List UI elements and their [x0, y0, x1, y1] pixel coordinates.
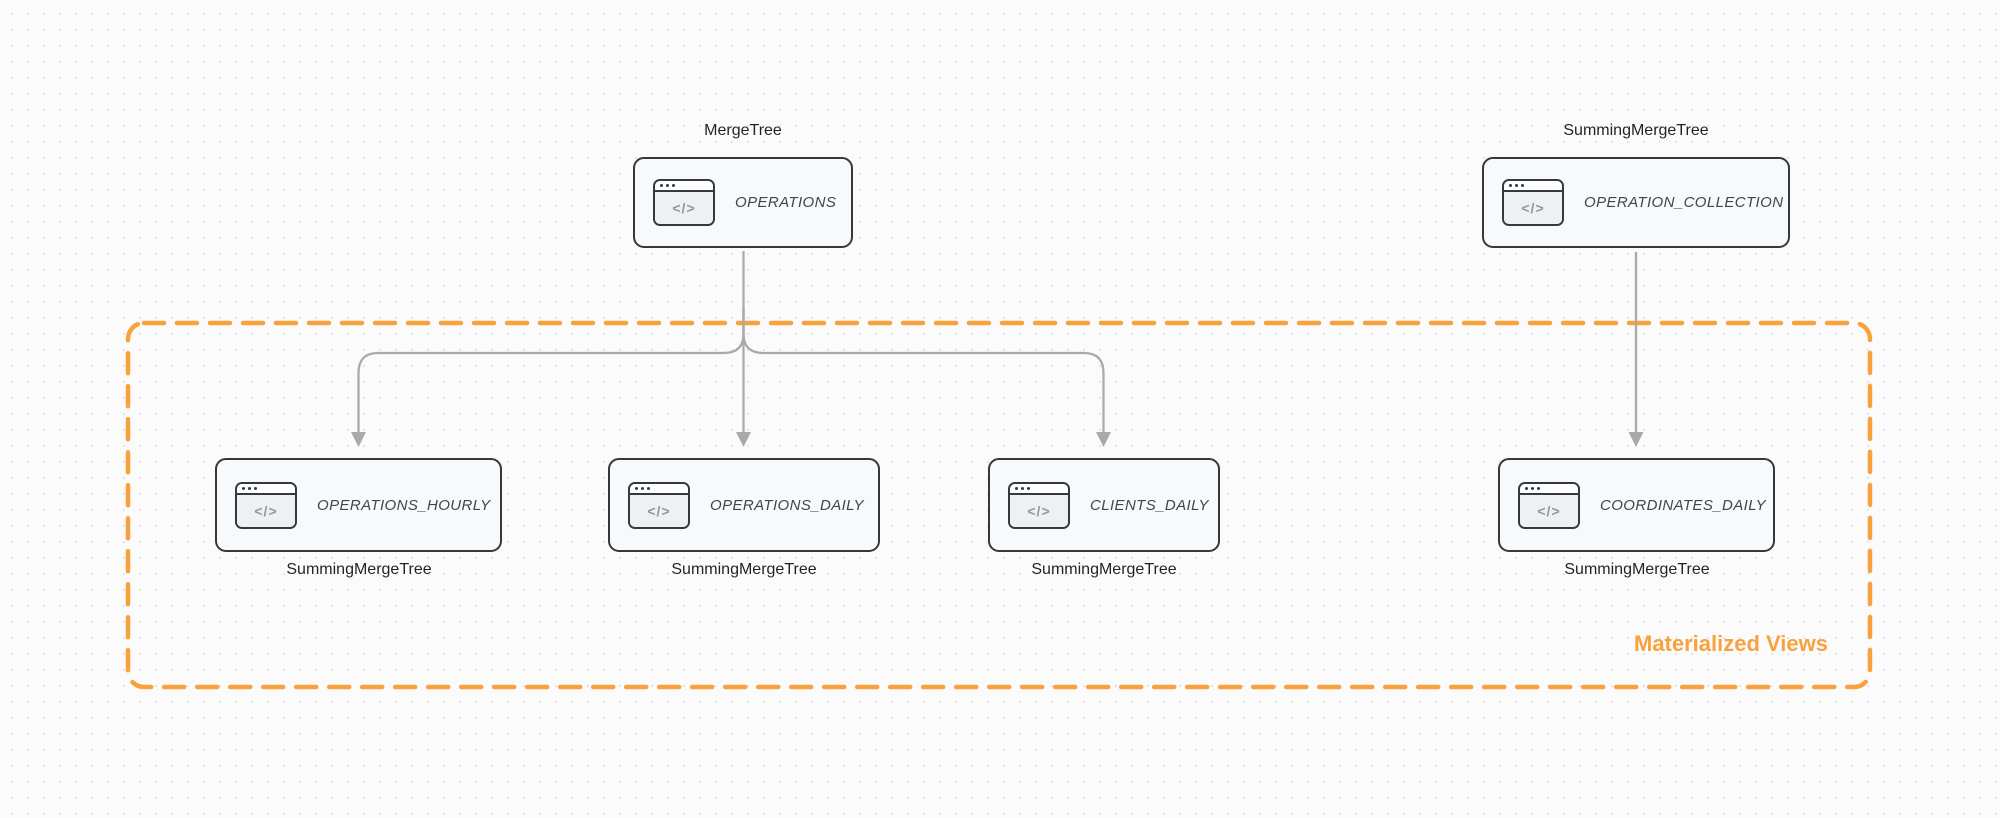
window-dot — [248, 486, 251, 490]
table-node-operations[interactable]: </> OPERATIONS — [633, 157, 853, 248]
window-dot — [647, 486, 650, 490]
table-name: OPERATION_COLLECTION — [1584, 194, 1784, 211]
window-titlebar — [1520, 483, 1578, 495]
window-dot — [1509, 184, 1512, 187]
window-dot — [1021, 486, 1024, 490]
arrow-operations-to-operations-hourly — [357, 308, 745, 433]
table-node-operation-collection[interactable]: </> OPERATION_COLLECTION — [1482, 157, 1790, 248]
window-dot — [672, 184, 675, 187]
window-dot — [660, 184, 663, 187]
table-node-coordinates-daily[interactable]: </> COORDINATES_DAILY — [1498, 458, 1775, 552]
window-titlebar — [1010, 483, 1068, 495]
arrowhead-operations-daily — [736, 432, 751, 447]
window-dot — [242, 486, 245, 490]
window-titlebar — [655, 181, 713, 192]
engine-label-operations-hourly: SummingMergeTree — [286, 561, 432, 578]
table-name: CLIENTS_DAILY — [1090, 496, 1209, 514]
window-dot — [666, 184, 669, 187]
window-dot — [1027, 486, 1030, 490]
table-name: COORDINATES_DAILY — [1600, 496, 1767, 514]
window-dot — [1537, 486, 1540, 490]
window-dot — [254, 486, 257, 490]
table-node-clients-daily[interactable]: </> CLIENTS_DAILY — [988, 458, 1220, 552]
window-titlebar — [237, 483, 295, 495]
code-glyph: </> — [1520, 494, 1578, 527]
code-window-icon: </> — [653, 179, 715, 226]
engine-label-operations: MergeTree — [704, 122, 782, 139]
window-titlebar — [1504, 181, 1562, 192]
arrowhead-clients-daily — [1096, 432, 1111, 447]
table-name: OPERATIONS_DAILY — [710, 496, 864, 514]
engine-label-operations-daily: SummingMergeTree — [671, 561, 817, 578]
engine-label-clients-daily: SummingMergeTree — [1031, 561, 1177, 578]
table-node-operations-daily[interactable]: </> OPERATIONS_DAILY — [608, 458, 880, 552]
table-node-operations-hourly[interactable]: </> OPERATIONS_HOURLY — [215, 458, 502, 552]
window-dot — [1531, 486, 1534, 490]
engine-label-operation-collection: SummingMergeTree — [1563, 122, 1709, 139]
code-window-icon: </> — [235, 481, 297, 529]
window-dot — [1015, 486, 1018, 490]
table-name: OPERATIONS_HOURLY — [317, 496, 491, 514]
window-dot — [1525, 486, 1528, 490]
code-window-icon: </> — [1502, 179, 1564, 226]
table-name: OPERATIONS — [735, 194, 837, 211]
code-glyph: </> — [237, 494, 295, 527]
engine-label-coordinates-daily: SummingMergeTree — [1564, 561, 1710, 578]
code-glyph: </> — [1010, 494, 1068, 527]
window-titlebar — [630, 483, 688, 495]
code-window-icon: </> — [628, 481, 690, 529]
materialized-views-label: Materialized Views — [1633, 631, 1829, 656]
arrowhead-operations-hourly — [351, 432, 366, 447]
code-window-icon: </> — [1008, 481, 1070, 529]
code-window-icon: </> — [1518, 481, 1580, 529]
code-glyph: </> — [1504, 192, 1562, 224]
window-dot — [1521, 184, 1524, 187]
arrowhead-coordinates-daily — [1628, 432, 1644, 447]
arrow-operations-to-clients-daily — [742, 308, 1105, 433]
window-dot — [635, 486, 638, 490]
window-dot — [641, 486, 644, 490]
code-glyph: </> — [655, 192, 713, 224]
window-dot — [1515, 184, 1518, 187]
code-glyph: </> — [630, 494, 688, 527]
